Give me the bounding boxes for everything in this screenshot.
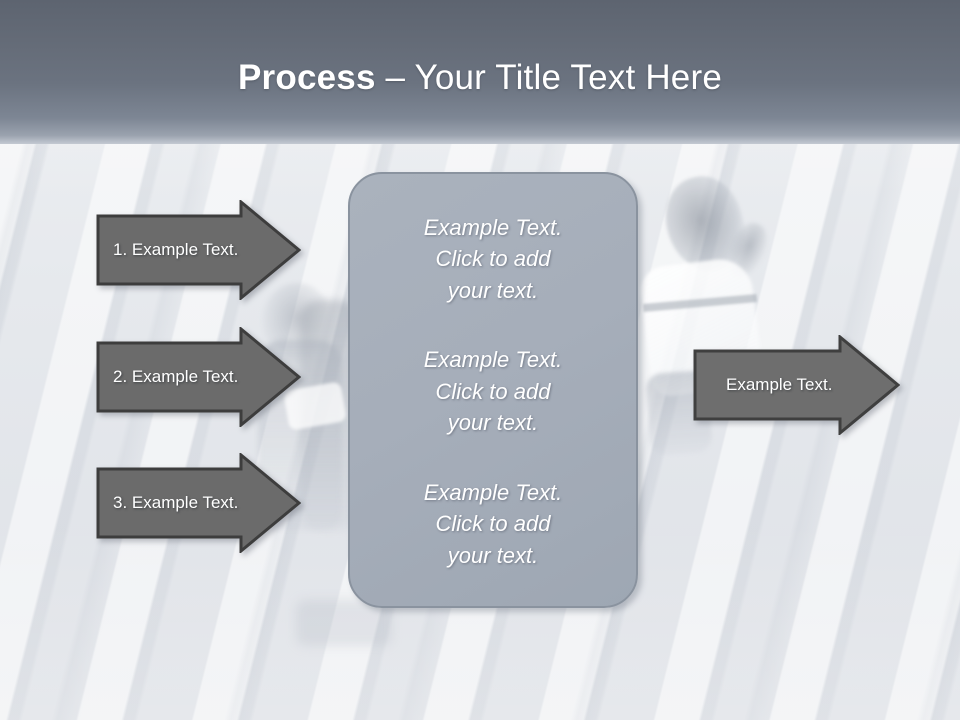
figure-left-shadow [296,600,392,646]
figure-left-head [262,283,332,361]
page-title: Process – Your Title Text Here [238,60,722,95]
process-detail-text-2: Example Text. Click to add your text. [423,347,563,436]
right-arrow-shape-icon [96,327,301,427]
page-title-light: – Your Title Text Here [375,57,722,97]
process-output-arrow-label: Example Text. [726,375,833,394]
process-step-arrow-2[interactable]: 2. Example Text. [96,327,301,427]
process-step-arrow-2-label: 2. Example Text. [113,367,239,386]
page-title-bold: Process [238,57,376,97]
right-arrow-shape-icon [693,335,900,435]
right-arrow-shape-icon [96,200,301,300]
process-step-arrow-1[interactable]: 1. Example Text. [96,200,301,300]
title-band: Process – Your Title Text Here [0,0,960,144]
process-step-arrow-1-label: 1. Example Text. [113,240,239,259]
process-detail-text-3: Example Text. Click to add your text. [423,479,563,568]
process-output-arrow[interactable]: Example Text. [693,335,900,435]
process-detail-text-1: Example Text. Click to add your text. [423,215,563,303]
process-step-arrow-3[interactable]: 3. Example Text. [96,453,301,553]
process-detail-box[interactable]: Example Text. Click to add your text. Ex… [348,172,638,608]
process-step-arrow-3-label: 3. Example Text. [113,493,239,512]
right-arrow-shape-icon [96,453,301,553]
